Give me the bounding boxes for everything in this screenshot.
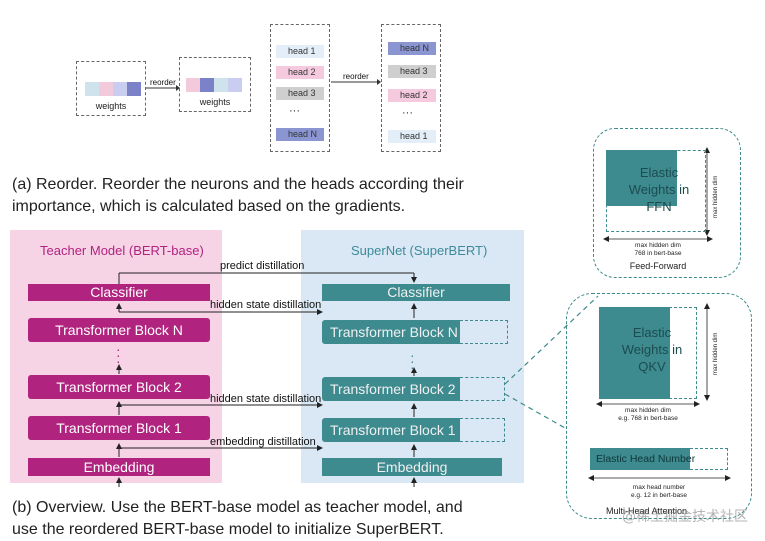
ffn-weights-box bbox=[606, 150, 677, 206]
mha-panel bbox=[566, 293, 752, 519]
mha-vertical-label: max hidden dim bbox=[713, 332, 719, 375]
weights-label: weights bbox=[199, 97, 231, 107]
weight-cell bbox=[200, 78, 214, 92]
reorder-arrow-2 bbox=[331, 79, 381, 85]
connector-ffn bbox=[504, 295, 599, 385]
weights-box-reordered: weights bbox=[179, 57, 251, 112]
embedding-distillation-label: embedding distillation bbox=[210, 436, 316, 448]
ffn-vertical-label: max hidden dim bbox=[713, 175, 719, 218]
supernet-block-n: Transformer Block N bbox=[322, 320, 460, 344]
mha-bottom-label-1: max hidden dim bbox=[625, 407, 671, 414]
qkv-weights-text: Elastic Weights in QKV bbox=[621, 325, 683, 374]
ellipsis: ··· bbox=[289, 105, 300, 117]
teacher-block-1: Transformer Block 1 bbox=[28, 416, 210, 440]
weight-cell bbox=[99, 82, 113, 96]
ffn-weights-elastic bbox=[606, 150, 706, 232]
mha-title: Multi-Head Attention bbox=[606, 506, 688, 516]
connector-mha bbox=[504, 393, 566, 429]
supernet-block-1-elastic bbox=[460, 418, 505, 442]
hidden-distillation-label-mid: hidden state distillation bbox=[210, 393, 322, 405]
head-item: head N bbox=[276, 128, 324, 141]
teacher-title: Teacher Model (BERT-base) bbox=[40, 243, 204, 258]
weight-cell bbox=[85, 82, 99, 96]
qkv-weights-box bbox=[599, 307, 670, 399]
caption-a: (a) Reorder. Reorder the neurons and the… bbox=[12, 174, 552, 218]
ellipsis: ··· bbox=[402, 107, 413, 119]
supernet-classifier: Classifier bbox=[322, 284, 510, 301]
head-number-bar bbox=[590, 448, 690, 470]
predict-distillation-label: predict distillation bbox=[220, 260, 305, 272]
weight-cell bbox=[214, 78, 228, 92]
caption-a-line2: importance, which is calculated based on… bbox=[12, 198, 406, 215]
supernet-title: SuperNet (SuperBERT) bbox=[351, 243, 488, 258]
caption-b-line2: use the reordered BERT-base model to ini… bbox=[12, 521, 444, 538]
head-item: head 2 bbox=[388, 89, 436, 102]
head-item: head 3 bbox=[388, 65, 436, 78]
weight-cell bbox=[186, 78, 200, 92]
caption-a-line1: (a) Reorder. Reorder the neurons and the… bbox=[12, 176, 464, 193]
weight-cell bbox=[127, 82, 141, 96]
supernet-embedding: Embedding bbox=[322, 458, 502, 476]
weights-label: weights bbox=[95, 101, 127, 111]
teacher-embedding: Embedding bbox=[28, 458, 210, 476]
ffn-bottom-label-1: max hidden dim bbox=[635, 242, 681, 249]
supernet-block-n-elastic bbox=[460, 320, 508, 344]
reorder-arrow-1 bbox=[146, 85, 180, 91]
hidden-distillation-label-top: hidden state distillation bbox=[210, 299, 322, 311]
supernet-block-1: Transformer Block 1 bbox=[322, 418, 460, 442]
supernet-block-2-elastic bbox=[460, 377, 505, 401]
teacher-block-2: Transformer Block 2 bbox=[28, 375, 210, 399]
mha-bottom-label-2: e.g. 768 in bert-base bbox=[618, 415, 678, 422]
teacher-model-panel bbox=[10, 230, 222, 483]
head-number-elastic bbox=[690, 448, 728, 470]
heads-box-original: head 1 head 2 head 3 ··· head N bbox=[270, 24, 330, 152]
head-item: head 2 bbox=[276, 66, 324, 79]
head-number-label-1: max head number bbox=[632, 484, 686, 491]
watermark: @稀土掘金技术社区 bbox=[622, 509, 748, 525]
head-item: head 3 bbox=[276, 87, 324, 100]
teacher-ellipsis: ··· bbox=[116, 341, 121, 369]
heads-box-reordered: head N head 3 head 2 ··· head 1 bbox=[381, 24, 441, 152]
reorder-arrow-label: reorder bbox=[150, 78, 176, 87]
ffn-bottom-label-2: 768 in bert-base bbox=[634, 250, 682, 257]
head-number-label-2: e.g. 12 in bert-base bbox=[630, 492, 687, 499]
weight-cell bbox=[228, 78, 242, 92]
caption-b: (b) Overview. Use the BERT-base model as… bbox=[12, 497, 572, 541]
head-item: head 1 bbox=[388, 130, 436, 143]
weight-cell bbox=[113, 82, 127, 96]
head-number-text: Elastic Head Number bbox=[596, 453, 696, 465]
head-item: head 1 bbox=[276, 45, 324, 58]
ffn-panel bbox=[593, 128, 741, 278]
head-item: head N bbox=[388, 42, 436, 55]
ffn-weights-text: Elastic Weights in FFN bbox=[628, 165, 690, 214]
teacher-block-n: Transformer Block N bbox=[28, 318, 210, 342]
caption-b-line1: (b) Overview. Use the BERT-base model as… bbox=[12, 499, 463, 516]
qkv-weights-elastic bbox=[599, 307, 697, 399]
ffn-title: Feed-Forward bbox=[629, 261, 687, 271]
reorder-arrow-label: reorder bbox=[343, 72, 369, 81]
supernet-block-2: Transformer Block 2 bbox=[322, 377, 460, 401]
weights-box-original: weights bbox=[76, 61, 146, 116]
teacher-classifier: Classifier bbox=[28, 284, 210, 301]
